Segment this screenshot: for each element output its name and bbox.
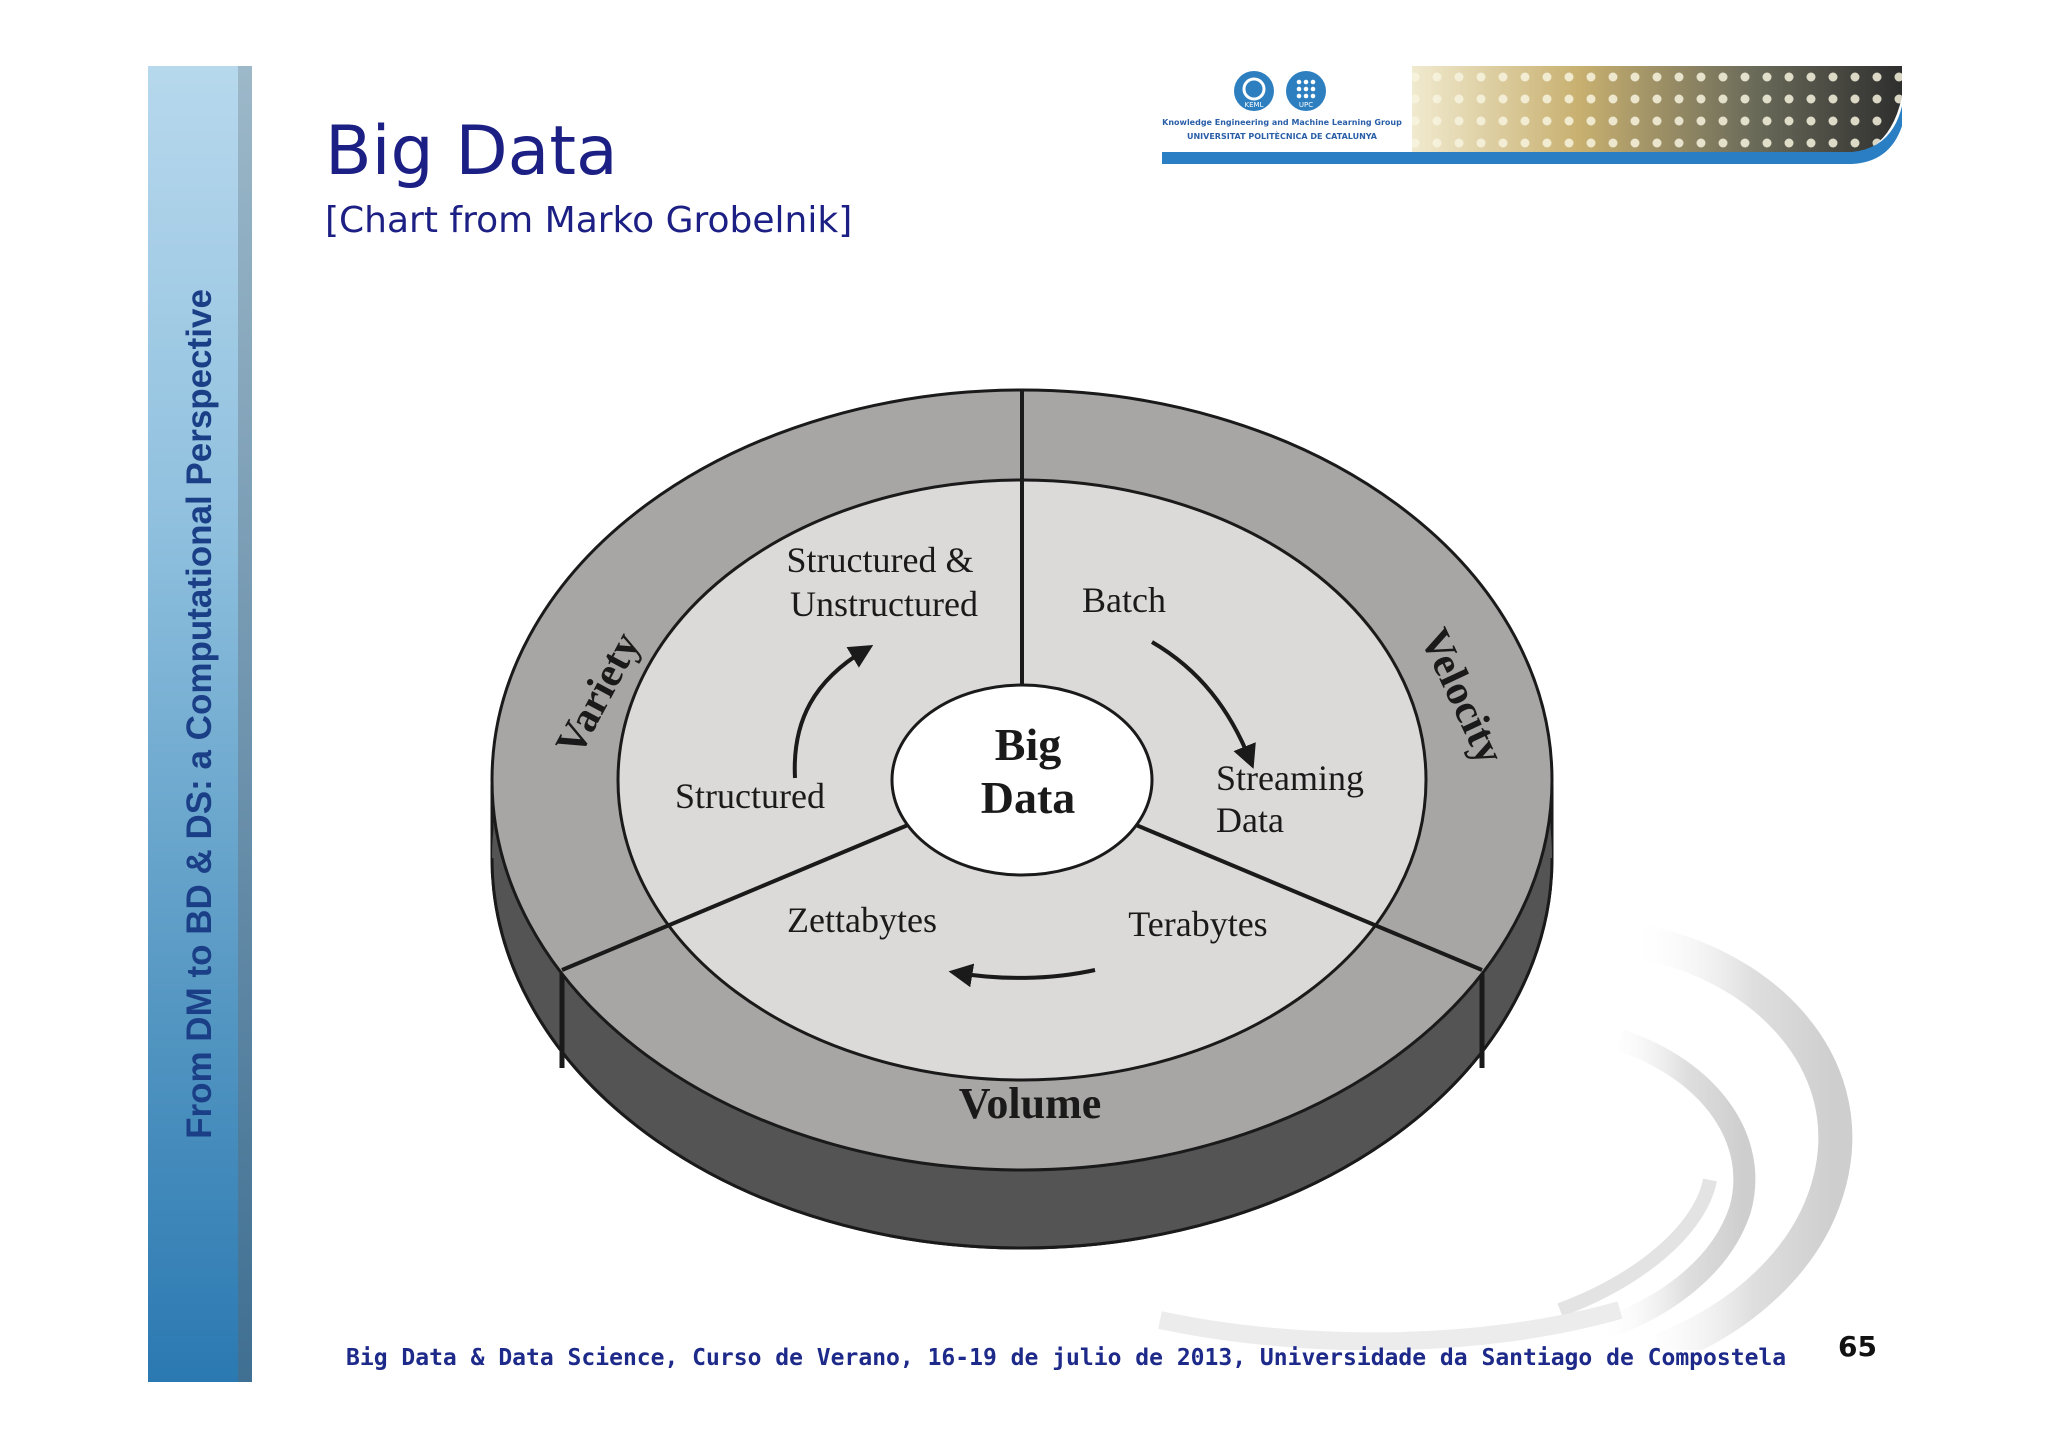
- label-terabytes: Terabytes: [1128, 904, 1267, 944]
- background-swirl: [1100, 880, 1900, 1366]
- label-zettabytes: Zettabytes: [787, 900, 937, 940]
- svg-text:UPC: UPC: [1299, 101, 1313, 109]
- slide-title: Big Data: [325, 112, 618, 191]
- sidebar: From DM to BD & DS: a Computational Pers…: [148, 66, 252, 1382]
- logo-university: UNIVERSITAT POLITÈCNICA DE CATALUNYA: [1187, 130, 1378, 141]
- logo-banner: KEML UPC Knowledge Engineering and Machi…: [1162, 66, 1902, 166]
- center-label-line1: Big: [995, 719, 1061, 770]
- svg-text:KEML: KEML: [1245, 101, 1264, 109]
- label-structured-unstructured-2: Unstructured: [790, 584, 978, 624]
- keml-badge: KEML: [1234, 71, 1274, 111]
- label-structured: Structured: [675, 776, 825, 816]
- arrow-terabytes-to-zettabytes: [948, 963, 1096, 988]
- slide-subtitle: [Chart from Marko Grobelnik]: [325, 200, 853, 241]
- big-data-diagram: Big Data Variety Velocity Volume Structu…: [470, 380, 1570, 1280]
- logo-group-name: Knowledge Engineering and Machine Learni…: [1162, 118, 1402, 127]
- sidebar-edge: [238, 66, 252, 1382]
- label-streaming-2: Data: [1216, 800, 1284, 840]
- center-ellipse: [890, 683, 1154, 877]
- sidebar-title: From DM to BD & DS: a Computational Pers…: [180, 289, 219, 1139]
- upc-badge: UPC: [1286, 71, 1326, 111]
- label-volume: Volume: [959, 1079, 1102, 1128]
- arrow-batch-to-streaming: [1150, 640, 1256, 769]
- label-structured-unstructured-1: Structured &: [787, 540, 974, 580]
- page-number: 65: [1838, 1330, 1877, 1363]
- label-streaming-1: Streaming: [1216, 758, 1364, 798]
- arrow-structured-to-unstructured: [792, 645, 874, 779]
- center-label-line2: Data: [981, 772, 1076, 823]
- footer-text: Big Data & Data Science, Curso de Verano…: [346, 1345, 1787, 1371]
- label-batch: Batch: [1082, 580, 1166, 620]
